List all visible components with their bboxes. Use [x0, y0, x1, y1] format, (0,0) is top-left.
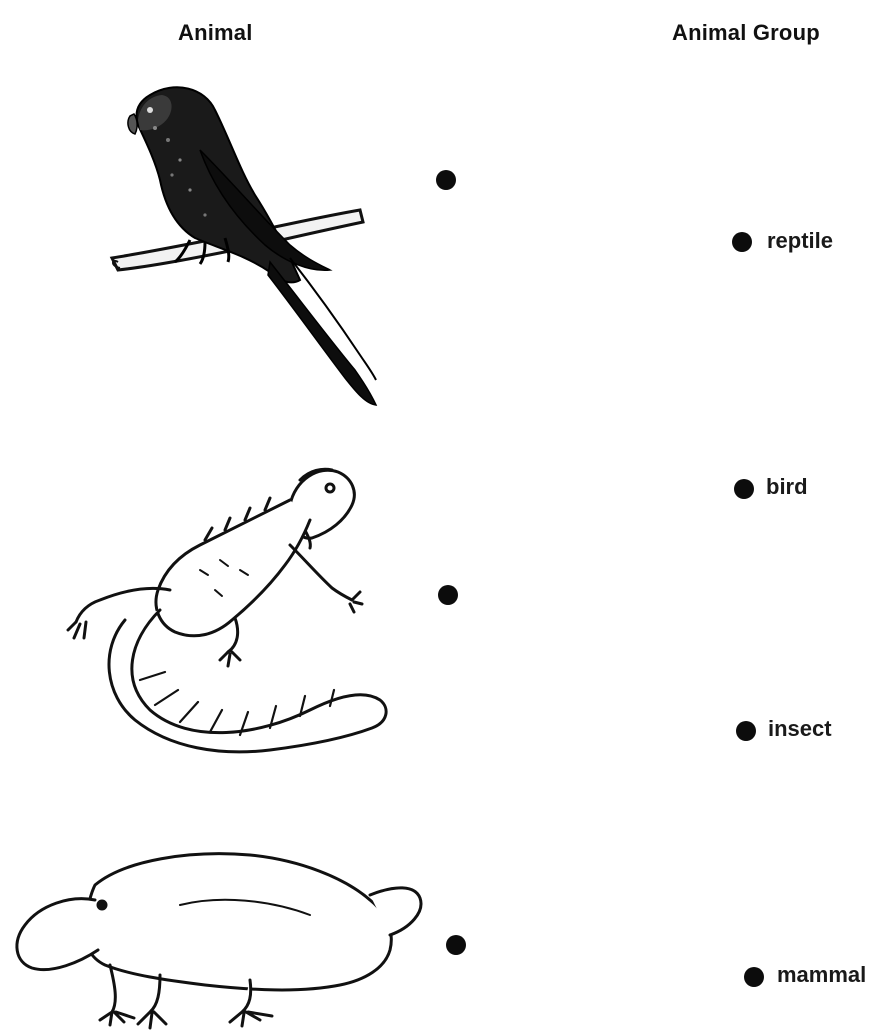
group-label-mammal: mammal [777, 962, 866, 988]
bird-match-dot[interactable] [734, 479, 754, 499]
iguana-icon [68, 469, 386, 752]
mammal-match-dot[interactable] [744, 967, 764, 987]
parrot-match-dot[interactable] [436, 170, 456, 190]
group-label-reptile: reptile [767, 228, 833, 254]
group-label-insect: insect [768, 716, 832, 742]
group-label-bird: bird [766, 474, 808, 500]
parrot-icon [112, 87, 376, 405]
platypus-match-dot[interactable] [446, 935, 466, 955]
insect-match-dot[interactable] [736, 721, 756, 741]
reptile-match-dot[interactable] [732, 232, 752, 252]
platypus-icon [17, 854, 421, 1028]
iguana-match-dot[interactable] [438, 585, 458, 605]
